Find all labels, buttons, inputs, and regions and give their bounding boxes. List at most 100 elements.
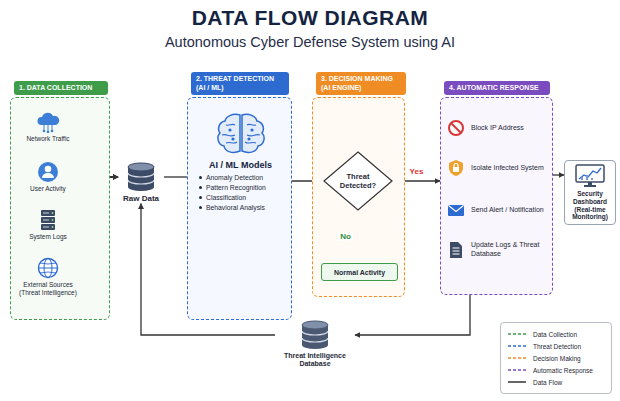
stage-panel: 1. DATA COLLECTIONNetwork TrafficUser Ac… [10, 97, 110, 320]
server-unit [41, 217, 55, 223]
brain-left [217, 114, 239, 152]
source-item: System Logs [15, 209, 81, 241]
panel-heading-tag: 3. DECISION MAKING (AI ENGINE) [316, 72, 406, 95]
response-item: Isolate Infected System [447, 159, 551, 177]
monitor-base [584, 185, 596, 187]
server-slot [43, 213, 49, 214]
diamond-shape [324, 152, 392, 210]
block-ring [449, 121, 463, 135]
dashboard-text: Security Dashboard (Real-time Monitoring… [567, 190, 613, 221]
user-body [42, 173, 54, 178]
bullet-text: Behavioral Analysis [206, 204, 265, 211]
shield-shape [449, 160, 463, 176]
response-item: Block IP Address [447, 119, 551, 137]
legend-text: Data Flow [533, 379, 562, 386]
database-node: Threat Intelligence Database [275, 320, 355, 369]
legend-sample [507, 355, 527, 361]
server-unit [41, 210, 55, 216]
legend-line [508, 333, 526, 335]
database-label: Raw Data [118, 194, 164, 204]
database-icon [300, 320, 330, 350]
globe-outline [39, 259, 58, 278]
circuit-node [231, 137, 234, 140]
panel-heading-tag: 4. AUTOMATIC RESPONSE [444, 81, 550, 95]
source-label: External Sources (Threat Intelligence) [15, 281, 81, 297]
block-icon [447, 119, 465, 137]
mail-icon [447, 201, 465, 219]
network-dot [51, 130, 54, 133]
document-line [453, 251, 460, 252]
brain-folds [222, 124, 260, 143]
decision-text: Threat Detected? [338, 172, 378, 190]
user-head [45, 166, 52, 173]
bullet-dot [199, 196, 202, 199]
panel-heading: 2. THREAT DETECTION (AI / ML) [196, 75, 284, 92]
database-top [128, 163, 154, 171]
diagram-title: DATA FLOW DIAGRAM [0, 6, 620, 30]
block-slash [451, 123, 461, 133]
source-label: Network Traffic [26, 135, 69, 143]
legend-row: Threat Detection [507, 340, 605, 352]
document-shape [450, 242, 462, 258]
bullet-row: Classification [199, 194, 288, 201]
database-icon [126, 162, 156, 192]
panel-heading-tag: 2. THREAT DETECTION (AI / ML) [191, 72, 289, 95]
edge-label: No [338, 233, 353, 242]
model-box: AI / ML ModelsAnomaly DetectionPattern R… [193, 111, 288, 214]
legend-row: Decision Making [507, 352, 605, 364]
legend-text: Decision Making [533, 355, 581, 362]
database-top [302, 321, 328, 329]
response-item: Send Alert / Notification [447, 201, 551, 219]
globe-equator [39, 268, 58, 269]
user-badge [38, 162, 58, 182]
legend-line [508, 381, 526, 383]
database-ring [302, 338, 328, 342]
stage-panel: 3. DECISION MAKING (AI ENGINE)Threat Det… [312, 97, 405, 297]
database-node: Raw Data [118, 162, 164, 204]
source-label: System Logs [29, 233, 67, 241]
diamond-inner: Threat Detected? [323, 151, 393, 211]
legend-sample [507, 367, 527, 373]
lock-body [453, 167, 459, 172]
legend-line [508, 357, 526, 359]
server-led [52, 226, 54, 228]
legend-line [508, 345, 526, 347]
cloud-icon [35, 111, 61, 133]
bullet-text: Anomaly Detection [206, 174, 263, 181]
brain-icon [213, 111, 269, 157]
response-text: Update Logs & Threat Database [471, 241, 551, 259]
legend-text: Automatic Response [533, 367, 593, 374]
dashboard-box: Security Dashboard (Real-time Monitoring… [564, 160, 616, 225]
legend-sample [507, 379, 527, 385]
server-led [52, 219, 54, 221]
flow-connector [553, 174, 564, 175]
database-ring [128, 180, 154, 184]
monitor-bar [591, 178, 593, 180]
bullet-text: Pattern Recognition [206, 184, 266, 191]
circuit-node [228, 128, 231, 131]
database-label: Threat Intelligence Database [275, 352, 355, 369]
bullet-row: Anomaly Detection [199, 174, 288, 181]
legend-box: Data CollectionThreat DetectionDecision … [500, 322, 612, 394]
bullet-dot [199, 176, 202, 179]
database-ring [128, 173, 154, 177]
lock-icon [447, 159, 465, 177]
monitor-bar [586, 175, 588, 180]
bullet-row: Behavioral Analysis [199, 204, 288, 211]
flow-connector [355, 295, 470, 335]
user-icon [35, 161, 61, 183]
server-slot [43, 220, 49, 221]
doc-icon [447, 241, 465, 259]
document-line [453, 254, 460, 255]
envelope-body [448, 205, 464, 216]
response-text: Block IP Address [471, 124, 551, 133]
network-dot [47, 131, 50, 133]
panel-heading: 4. AUTOMATIC RESPONSE [449, 84, 545, 92]
legend-row: Automatic Response [507, 364, 605, 376]
outcome-text: Normal Activity [334, 269, 385, 276]
legend-row: Data Collection [507, 328, 605, 340]
bullet-dot [199, 206, 202, 209]
bullet-text: Classification [206, 194, 246, 201]
document-line [453, 248, 460, 249]
